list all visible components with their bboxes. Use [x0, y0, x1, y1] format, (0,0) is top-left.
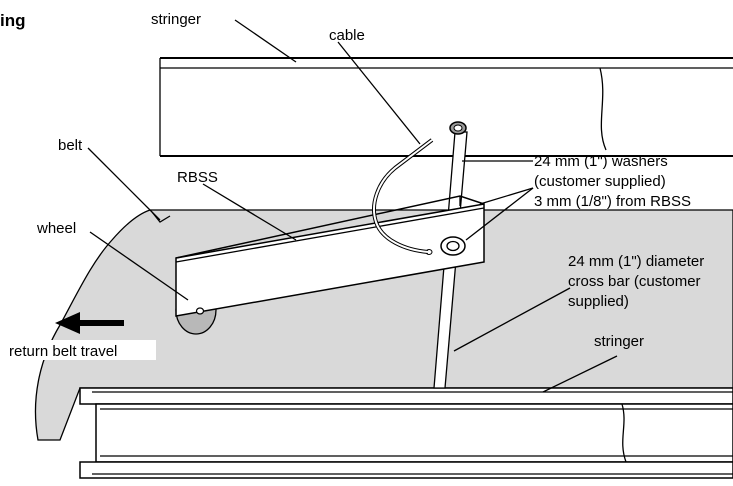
stringer-top: [159, 57, 733, 157]
label-wheel: wheel: [36, 220, 76, 237]
label-washers-line2: (customer supplied): [534, 173, 666, 190]
label-washers-line3: 3 mm (1/8") from RBSS: [534, 193, 691, 210]
label-crossbar-line3: supplied): [568, 293, 629, 310]
label-crossbar-line1: 24 mm (1") diameter: [568, 253, 704, 270]
label-stringer-bottom: stringer: [594, 333, 644, 350]
return-belt-label-bg: [6, 340, 156, 360]
label-belt: belt: [58, 137, 83, 154]
label-cable: cable: [329, 27, 365, 44]
label-stringer-top: stringer: [151, 11, 201, 28]
cable: [372, 138, 434, 254]
label-washers-line1: 24 mm (1") washers: [534, 153, 668, 170]
label-return-belt-travel: return belt travel: [9, 343, 117, 360]
leader-lines: [87, 19, 618, 393]
label-crossbar-line2: cross bar (customer: [568, 273, 701, 290]
rbss-bolt: [195, 307, 205, 315]
return-belt-arrow: [55, 312, 124, 334]
heading-fragment: ing: [0, 11, 26, 30]
label-rbss: RBSS: [177, 169, 218, 186]
stringer-bottom: [79, 387, 733, 479]
